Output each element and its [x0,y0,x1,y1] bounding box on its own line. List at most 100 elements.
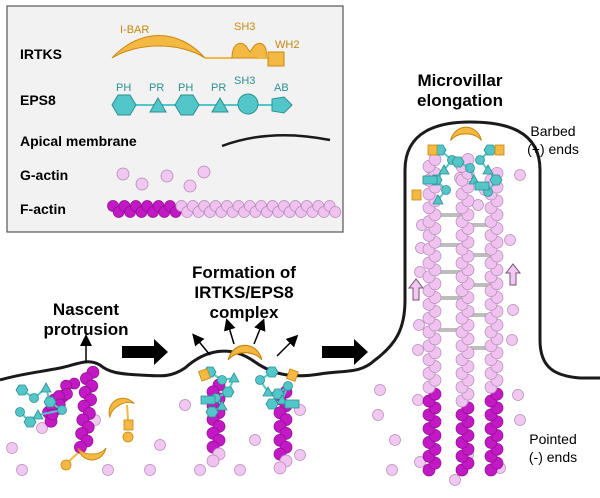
ibar-text: I-BAR [120,24,149,36]
membrane-glyph [221,133,331,148]
elongation-line-2: elongation [417,91,503,110]
g-actin-monomer [179,399,191,411]
eps8-pr-domain [276,394,288,405]
force-arrows [80,318,299,362]
growth-arrow-left [407,278,425,301]
eps8-ph-domain [43,396,57,408]
eps8-ab-domain [474,181,490,191]
pr-domain-1 [149,96,167,113]
irtks-free-1 [108,397,135,418]
pr-domain-2 [211,96,229,113]
sh3-text-eps8: SH3 [234,75,255,87]
g-actin-monomer [389,434,401,446]
g-actin-monomer [102,464,114,476]
eps8-sh3-domain [217,375,227,385]
formation-line-3: complex [210,303,280,322]
growth-arrows [407,263,522,301]
eps8-sh3-domain [29,393,39,403]
legend-actin-subunit [329,206,342,218]
sh3-text-irtks: SH3 [234,21,255,33]
g-actin-monomer [36,422,48,434]
g-actin-monomer [294,449,306,461]
g-actin-monomer [506,334,518,346]
eps8-free [15,382,67,428]
g-actin-glyph [116,165,211,193]
g-actin-monomer [249,434,261,446]
irtks-wh2 [427,144,438,156]
actin-subunit [206,454,220,468]
stage-arrows [122,339,368,365]
irtks-wh2 [198,368,211,382]
formation-line-2: IRTKS/EPS8 [194,283,293,302]
eps8-glyph: PH PR PH PR SH3 AB [111,75,293,116]
actin-subunit [273,461,287,475]
g-actin-monomer [386,464,398,476]
eps8-ph-domain [483,144,497,156]
pointed-line-2: (-) ends [529,449,577,465]
microvillus-filament-2 [455,153,475,477]
g-actin-monomer [16,464,28,476]
ph-text-2: PH [178,82,193,94]
eps8-ph-domain [15,384,29,396]
legend-panel: IRTKS I-BAR SH3 WH2 EPS8 PH PR PH PR SH3 [6,5,344,233]
eps8-ph-domain [265,398,279,410]
g-actin-monomer [374,384,386,396]
ph-domain-2 [174,94,200,116]
eps8-pr-domain [438,164,450,175]
nascent-line-2: protrusion [44,320,129,339]
nascent-filament-1 [74,365,100,454]
g-actin-monomer [507,304,519,316]
eps8-ph-domain [221,386,235,398]
irtks-wh2 [286,368,299,382]
barbed-line-1: Barbed [530,123,575,139]
g-actin-monomer [504,234,516,246]
eps8-pr-domain [482,164,494,175]
g-actin-monomer [144,464,156,476]
eps8-sh3-domain [15,407,25,417]
formation-line-1: Formation of [192,263,296,282]
eps8-ab-domain [284,399,300,409]
barbed-line-2: (+) ends [527,141,579,157]
eps8-ph-domain [265,366,279,378]
eps8-sh3-domain [441,185,451,195]
sh3-domain-eps8 [237,93,259,115]
microvillus-filament-1 [422,153,442,477]
eps8-pr-domain [32,409,44,420]
irtks-complex [227,344,263,361]
g-actin-monomer [514,169,526,181]
eps8-ab-domain [200,395,216,405]
microvillus-filament-3 [484,166,504,477]
irtks-label: IRTKS [20,46,62,62]
growth-arrow-right [504,263,522,286]
eps8-pr-domain [40,382,52,393]
f-actin-label: F-actin [20,201,66,217]
eps8-ph-domain [205,406,219,418]
g-actin-monomer [412,344,424,356]
eps8-ab-domain [422,175,438,185]
pr-text-2: PR [211,82,226,94]
irtks-wh2 [123,419,134,431]
eps8-ph-domain [23,416,37,428]
eps8-ph-domain [451,156,465,168]
wh2-domain [267,51,285,67]
ph-text-1: PH [116,82,131,94]
eps8-ph-domain [489,174,503,186]
ab-text: AB [274,82,289,94]
g-actin-monomer [6,442,18,454]
irtks-ibar [77,447,107,461]
irtks-linker [67,452,79,463]
g-actin-monomer [234,464,246,476]
eps8-tip-center [451,156,480,185]
irtks-free-2 [77,447,107,461]
stage-labels: Nascent protrusion Formation of IRTKS/EP… [44,71,579,465]
nascent-line-1: Nascent [53,300,119,319]
elongation-line-1: Microvillar [417,71,502,90]
ab-domain [271,96,293,114]
irtks-wh2 [494,144,505,156]
irtks-ibar [227,344,263,361]
irtks-ibar [450,126,482,141]
g-actin-monomer [449,474,461,486]
sh3-domain-irtks [231,42,267,59]
pointed-line-1: Pointed [529,431,576,447]
